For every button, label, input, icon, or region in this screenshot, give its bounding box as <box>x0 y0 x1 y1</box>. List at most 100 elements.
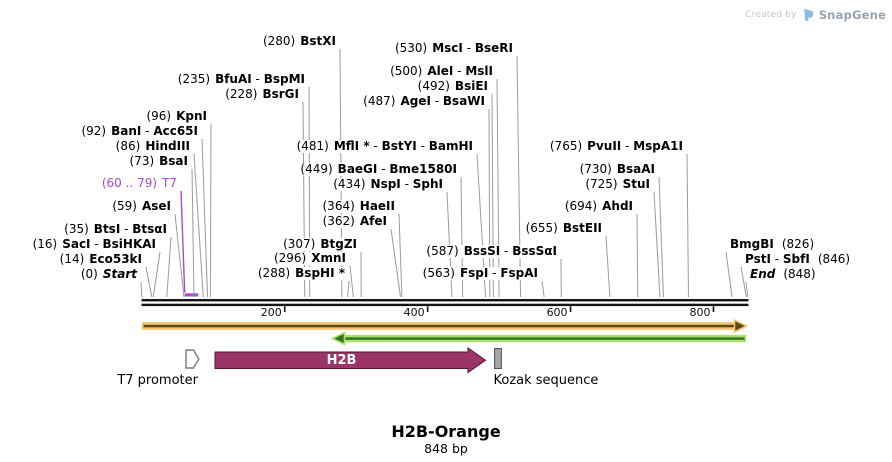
h2b-gene-arrow[interactable] <box>214 347 487 374</box>
site-position: (730) <box>579 162 612 176</box>
t7-promoter-arrow[interactable] <box>185 349 200 369</box>
h2b-gene-label[interactable]: H2B <box>326 353 357 368</box>
site-position: (694) <box>564 199 598 213</box>
site-leader-line-73 <box>191 168 195 298</box>
site-label-492[interactable]: (492)BsiEI <box>417 79 488 93</box>
enzyme-name: SphI <box>412 177 443 191</box>
site-label-587[interactable]: (587)BssSI - BssSαI <box>426 245 557 258</box>
site-label-725[interactable]: (725)StuI <box>585 178 650 191</box>
site-leader-line-96 <box>209 123 212 298</box>
enzyme-name: PstI <box>745 252 771 266</box>
enzyme-name: End <box>750 267 776 281</box>
site-position: (280) <box>262 34 296 48</box>
site-position: (848) <box>783 267 816 281</box>
site-label-14[interactable]: (14)Eco53kI <box>59 253 142 266</box>
site-label-73[interactable]: (73)BsaI <box>129 155 188 168</box>
forward-arrowhead-icon <box>733 318 749 334</box>
enzyme-name: BsrGI <box>262 87 299 101</box>
site-label-655[interactable]: (655)BstEII <box>525 222 602 235</box>
site-position: (16) <box>32 237 58 251</box>
site-position: (500) <box>390 64 423 78</box>
enzyme-name: KpnI <box>176 109 207 123</box>
enzyme-name: BspMI <box>263 72 305 86</box>
site-label-35[interactable]: (35)BtsI - BtsαI <box>64 223 167 236</box>
map-length: 848 bp <box>424 441 468 456</box>
site-position: (487) <box>363 94 396 108</box>
site-leader-line-846 <box>740 266 747 298</box>
enzyme-name: SacI <box>62 237 91 251</box>
site-label-848[interactable]: End (848) <box>750 268 816 281</box>
site-label-288[interactable]: (288)BspHI * <box>257 267 345 280</box>
enzyme-name: AgeI <box>400 94 431 108</box>
kozak-sequence-box[interactable] <box>494 348 502 369</box>
site-label-92[interactable]: (92)BanI - Acc65I <box>81 125 198 138</box>
site-label-280[interactable]: (280)BstXI <box>262 34 336 48</box>
site-label-364[interactable]: (364)HaeII <box>322 200 395 213</box>
site-position: (563) <box>422 266 455 280</box>
site-label-86[interactable]: (86) HindIII <box>115 139 190 153</box>
snapgene-logo-icon <box>803 8 813 22</box>
site-label-16[interactable]: (16)SacI - BsiHKAI <box>32 237 156 251</box>
t7-promoter-label[interactable]: T7 promoter <box>117 372 198 388</box>
enzyme-name: FspAI <box>500 266 538 280</box>
t7-leader-line <box>180 190 186 293</box>
site-position: (228) <box>225 87 258 101</box>
kozak-sequence-label[interactable]: Kozak sequence <box>493 372 599 388</box>
site-position: (86) <box>115 139 141 153</box>
site-leader-line-16 <box>152 251 161 298</box>
site-label-487[interactable]: (487)AgeI - BsaWI <box>363 95 485 108</box>
ruler-number-800: 800 <box>689 305 711 319</box>
site-leader-line-14 <box>145 266 153 298</box>
site-label-296[interactable]: (296)XmnI <box>273 252 346 265</box>
enzyme-name: BsaAI <box>616 162 655 176</box>
site-label-826[interactable]: BmgBI(826) <box>730 238 815 251</box>
site-leader-line-296 <box>349 265 354 298</box>
site-leader-line-492 <box>491 93 494 298</box>
site-label-235[interactable]: (235)BfuAI - BspMI <box>177 72 305 86</box>
site-label-765[interactable]: (765)PvuII - MspA1I <box>549 139 683 153</box>
site-leader-line-765 <box>686 153 689 298</box>
enzyme-name: MslI <box>465 64 493 78</box>
site-leader-line-59 <box>174 213 185 298</box>
site-label-60[interactable]: (60 .. 79)T7 <box>101 177 177 190</box>
site-label-846[interactable]: PstI - SbfI(846) <box>745 252 851 266</box>
site-leader-line-0 <box>140 281 143 298</box>
ruler-tick-layer <box>283 306 715 312</box>
site-position: (35) <box>64 222 89 236</box>
site-position: (362) <box>322 214 355 228</box>
site-label-730[interactable]: (730) BsaAI <box>579 162 655 176</box>
site-label-0[interactable]: (0)Start <box>80 268 137 281</box>
site-label-694[interactable]: (694) AhdI <box>564 199 633 213</box>
site-position: (96) <box>146 109 172 123</box>
site-label-449[interactable]: (449)BaeGI - Bme1580I <box>300 163 457 176</box>
reverse-strand-arrow[interactable] <box>330 331 747 346</box>
enzyme-name: BssSI <box>463 244 501 258</box>
site-label-563[interactable]: (563)FspI - FspAI <box>422 266 538 280</box>
forward-strand-arrow[interactable] <box>141 318 749 334</box>
enzyme-name: BsiEI <box>454 79 488 93</box>
enzyme-name: HindIII <box>145 139 190 153</box>
site-label-362[interactable]: (362) AfeI <box>322 214 387 228</box>
enzyme-name: FspI <box>459 266 489 280</box>
site-label-530[interactable]: (530)MscI - BseRI <box>394 42 513 55</box>
enzyme-name: AfeI <box>359 214 387 228</box>
enzyme-name: AhdI <box>602 199 633 213</box>
watermark: Created by SnapGene <box>745 8 886 22</box>
site-label-228[interactable]: (228) BsrGI <box>225 88 299 101</box>
enzyme-name: BaeGI <box>337 162 378 176</box>
enzyme-name: BtsI <box>93 222 121 236</box>
site-position: (434) <box>333 177 366 191</box>
enzyme-name: BssSαI <box>512 244 557 258</box>
site-label-59[interactable]: (59)AseI <box>112 200 171 213</box>
watermark-brand: SnapGene <box>818 8 886 22</box>
site-label-500[interactable]: (500)AleI - MslI <box>390 65 493 78</box>
enzyme-name: MspA1I <box>633 139 683 153</box>
site-label-434[interactable]: (434)NspI - SphI <box>333 178 443 191</box>
site-label-96[interactable]: (96) KpnI <box>146 110 207 123</box>
site-leader-line-826 <box>725 251 733 298</box>
site-label-307[interactable]: (307)BtgZI <box>283 238 357 251</box>
t7-region-marker[interactable] <box>184 293 199 297</box>
name-separator: - <box>377 162 390 176</box>
site-label-481[interactable]: (481)MflI * - BstYI - BamHI <box>296 140 473 153</box>
site-position: (92) <box>81 124 107 138</box>
